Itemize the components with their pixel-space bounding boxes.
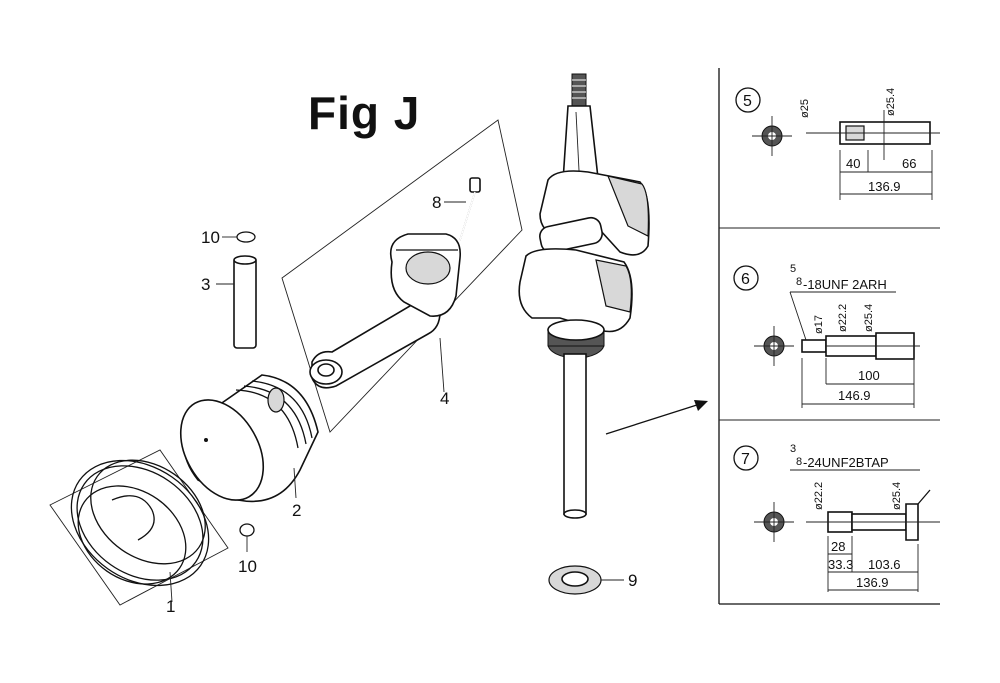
detail-5-len66: 66 [902, 156, 916, 171]
washer-hole [561, 571, 589, 587]
crankshaft-counterweight-upper [607, 175, 649, 237]
piston-pin [233, 257, 257, 349]
detail-5-total: 136.9 [868, 179, 901, 194]
callout-1: 1 [166, 597, 175, 616]
ring-outer-inner [76, 465, 204, 581]
detail-7-total: 136.9 [856, 575, 889, 590]
detail-6-thread-spec: -18UNF 2ARH [803, 277, 887, 292]
detail-7-len333: 33.3 [828, 557, 853, 572]
callout-8: 8 [432, 193, 441, 212]
pin-clip-bottom [239, 523, 255, 552]
crankshaft-group [518, 73, 650, 519]
rod-bolt [459, 177, 481, 241]
crankshaft-counterweight-lower [595, 259, 632, 313]
detail-6-dia254: ø25.4 [863, 304, 875, 332]
detail-5-number: 5 [743, 93, 752, 110]
detail-panel [718, 68, 940, 605]
callout-9: 9 [628, 571, 637, 590]
ring-middle [90, 459, 206, 565]
ring-expander [111, 495, 155, 541]
detail-5-len40: 40 [846, 156, 860, 171]
figure-title: Fig J [308, 87, 421, 139]
detail-7-thread-num: 3 [790, 443, 796, 455]
washer-group [548, 565, 624, 595]
crankshaft-gear-top [547, 319, 605, 341]
callout-4: 4 [440, 389, 449, 408]
detail-7-thread-den: 8 [796, 456, 802, 468]
piston-pin-group [216, 255, 257, 349]
piston-mark [204, 438, 208, 442]
pin-clip-top [222, 231, 256, 243]
detail-6-dia17: ø17 [813, 315, 825, 334]
detail-arrow [605, 400, 708, 435]
crankshaft-thread-tip [571, 73, 587, 107]
detail-7-dia222: ø22.2 [813, 482, 825, 510]
detail-7-thread-spec: -24UNF2BTAP [803, 455, 889, 470]
piston-ring-groove-2 [243, 385, 307, 445]
piston-pin-boss [267, 387, 285, 413]
ring-outer [70, 459, 210, 587]
connecting-rod-group [281, 119, 523, 433]
detail-6-len100: 100 [858, 368, 880, 383]
leader-4 [439, 337, 445, 393]
piston-crown [179, 399, 265, 501]
detail-5-dia25: ø25 [799, 99, 811, 118]
rings-frame [49, 449, 229, 606]
detail-6-total: 146.9 [838, 388, 871, 403]
detail-7-dia254: ø25.4 [891, 482, 903, 510]
detail-6-thread-num: 5 [790, 263, 796, 275]
crankshaft-pin [539, 216, 603, 254]
leader-2 [293, 467, 297, 499]
detail-6-thread-den: 8 [796, 276, 802, 288]
rod-big-end-bore [405, 251, 451, 285]
piston-ring-groove-3 [251, 380, 313, 439]
detail-5-badge [735, 87, 761, 113]
crankshaft-pto-shaft [563, 353, 587, 515]
piston-rings-group [49, 449, 229, 606]
detail-7-flange [917, 489, 931, 505]
detail-6-dia222: ø22.2 [837, 304, 849, 332]
callout-10-top: 10 [201, 228, 220, 247]
detail-6-thread [801, 339, 827, 353]
ring-lower [77, 485, 187, 585]
detail-7-number: 7 [741, 451, 750, 468]
callout-2: 2 [292, 501, 301, 520]
detail-7-len1036: 103.6 [868, 557, 901, 572]
crankshaft-pto-end [563, 509, 587, 519]
detail-7-badge [733, 445, 759, 471]
detail-5-dia254: ø25.4 [885, 88, 897, 116]
detail-6-badge [733, 265, 759, 291]
leader-1 [169, 571, 173, 603]
rod-small-end-bore [317, 363, 335, 377]
piston-pin-end [233, 255, 257, 265]
detail-6: 6 5 8 -18UNF 2ARH ø17 ø22.2 ø25.4 100 14… [733, 263, 920, 408]
detail-7: 7 3 8 -24UNF2BTAP ø22.2 ø25.4 28 33.3 10 [733, 443, 940, 592]
callout-3: 3 [201, 275, 210, 294]
detail-7-len28: 28 [831, 539, 845, 554]
piston-group [179, 374, 319, 503]
detail-6-number: 6 [741, 271, 750, 288]
detail-5: 5 ø25 ø25.4 40 66 136.9 [735, 87, 940, 200]
callout-10-bottom: 10 [238, 557, 257, 576]
